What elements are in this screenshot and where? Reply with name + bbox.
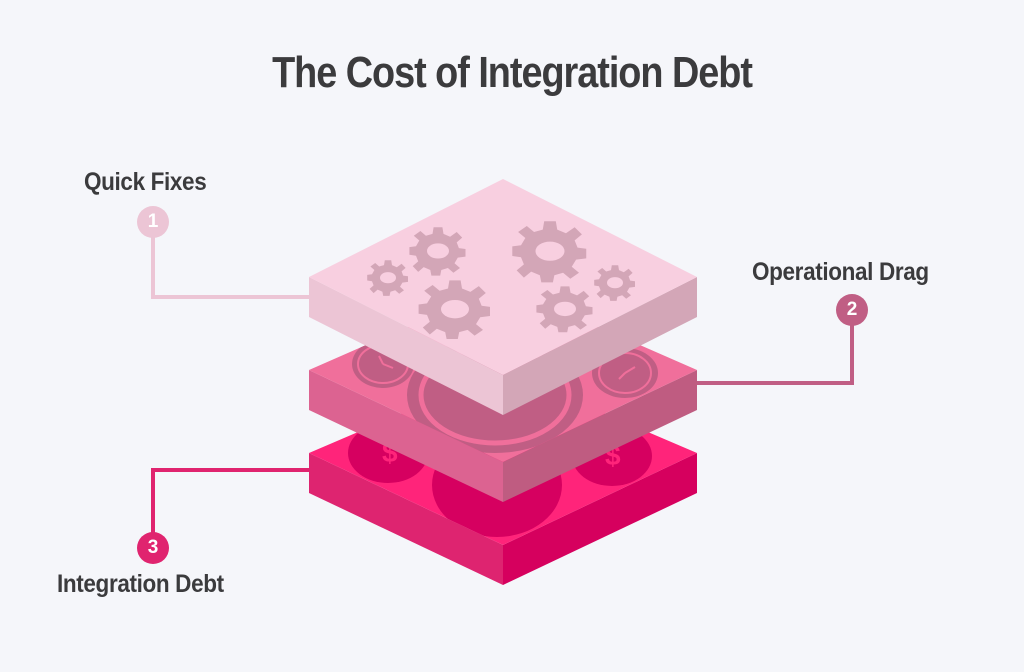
badge-1: 1 [137, 206, 169, 238]
badge-3: 3 [137, 532, 169, 564]
label-integration-debt: Integration Debt [57, 570, 224, 598]
label-operational-drag: Operational Drag [752, 258, 929, 286]
badge-2: 2 [836, 294, 868, 326]
connector-line-3 [151, 468, 312, 548]
page-title: The Cost of Integration Debt [272, 48, 753, 97]
label-quick-fixes: Quick Fixes [84, 168, 207, 196]
connector-line-1 [151, 222, 312, 299]
layer-quick-fixes [309, 179, 697, 415]
connector-line-2 [692, 310, 854, 385]
